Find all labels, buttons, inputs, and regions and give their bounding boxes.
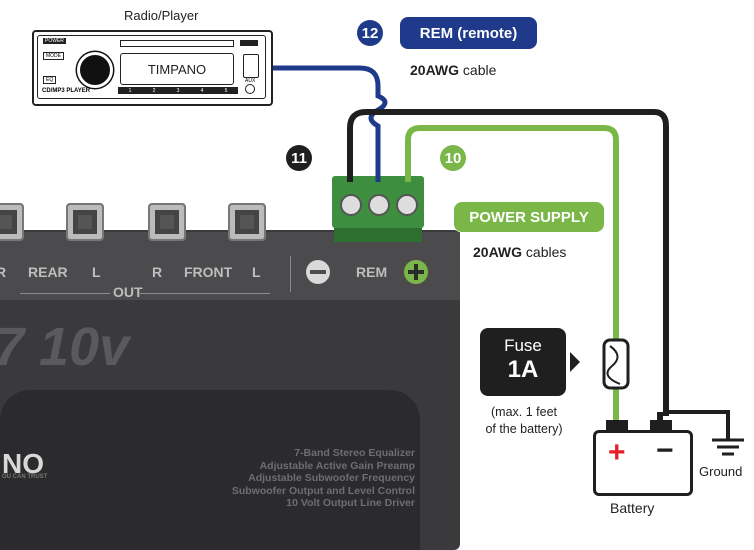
out-divider [140, 293, 270, 294]
label-l-rear: L [92, 264, 101, 280]
brand-logo: NO [2, 448, 44, 479]
power-supply-label: POWER SUPPLY [454, 202, 604, 232]
rca-jack [0, 203, 24, 241]
preset-bar: 1 2 3 4 5 [118, 87, 238, 94]
power-button[interactable]: POWER [43, 38, 66, 44]
battery-minus-icon: − [656, 434, 674, 467]
preset-button[interactable]: 4 [200, 87, 204, 94]
battery-terminal-positive [606, 420, 628, 432]
feature-item: Adjustable Active Gain Preamp [259, 459, 415, 472]
battery-label: Battery [610, 500, 655, 516]
feature-item: Adjustable Subwoofer Frequency [248, 472, 415, 484]
preset-button[interactable]: 1 [128, 87, 132, 94]
rem-cable-note: 20AWG cable [410, 62, 497, 78]
brand-tagline: OU CAN TRUST [2, 474, 48, 480]
rca-jack [66, 203, 104, 241]
feature-item: 7-Band Stereo Equalizer [294, 447, 415, 459]
wiring-diagram [272, 65, 744, 456]
aux-label: AUX [245, 78, 256, 84]
eq-button[interactable]: EQ [43, 76, 57, 84]
device-front-plate [0, 390, 420, 550]
rem-wire [272, 65, 388, 182]
label-out: OUT [113, 284, 143, 300]
terminal-block-base [334, 228, 422, 242]
badge-12: 12 [357, 20, 383, 46]
eject-button[interactable] [240, 40, 258, 46]
preset-button[interactable]: 2 [152, 87, 156, 94]
power-cable-note: 20AWG cables [473, 244, 567, 260]
ground-label: Ground [699, 464, 743, 479]
radio-display: TIMPANO [120, 53, 234, 85]
label-rem-terminal: REM [356, 264, 388, 280]
badge-10: 10 [440, 145, 466, 171]
fuse-symbol-body [602, 338, 630, 390]
cd-slot [120, 40, 234, 47]
terminal-screw [340, 194, 362, 216]
fuse-symbol-line [606, 345, 621, 385]
label-r-front: R [152, 264, 163, 280]
label-front: FRONT [184, 264, 233, 280]
device-panel [0, 232, 460, 300]
rca-jack [228, 203, 266, 241]
label-l-front: L [252, 264, 261, 280]
model-name: 7 10v [0, 317, 130, 377]
terminal-screw [368, 194, 390, 216]
battery [593, 430, 693, 496]
fuse-note: (max. 1 feet of the battery) [485, 405, 563, 436]
ground-symbol [712, 438, 744, 456]
feature-item: Subwoofer Output and Level Control [231, 484, 415, 497]
feature-item: 10 Volt Output Line Driver [286, 497, 415, 509]
fuse-title: Fuse [504, 336, 542, 355]
label-r-rear: R [0, 264, 7, 280]
feature-list: 7-Band Stereo Equalizer Adjustable Activ… [170, 447, 415, 510]
usb-port-icon [243, 54, 259, 78]
battery-plus-icon: + [608, 436, 626, 469]
radio-footer: CD/MP3 PLAYER [42, 88, 91, 94]
aux-port [245, 84, 255, 94]
out-divider [20, 293, 110, 294]
label-rear: REAR [28, 264, 68, 280]
preset-button[interactable]: 3 [176, 87, 180, 94]
fuse-box: Fuse 1A [480, 328, 566, 396]
ground-branch-wire [664, 400, 730, 440]
power-wire [405, 125, 619, 342]
terminal-screw [396, 194, 418, 216]
fuse-value: 1A [507, 356, 539, 383]
mode-button[interactable]: MODE [43, 52, 64, 60]
radio-title: Radio/Player [124, 8, 199, 23]
rem-label: REM (remote) [400, 17, 537, 49]
preset-button[interactable]: 5 [224, 87, 228, 94]
rca-jack [148, 203, 186, 241]
fuse-arrow [570, 352, 580, 372]
ground-wire [347, 109, 669, 416]
badge-11: 11 [286, 145, 312, 171]
volume-knob[interactable] [77, 52, 113, 88]
battery-terminal-negative [650, 420, 672, 432]
panel-divider [290, 256, 291, 292]
